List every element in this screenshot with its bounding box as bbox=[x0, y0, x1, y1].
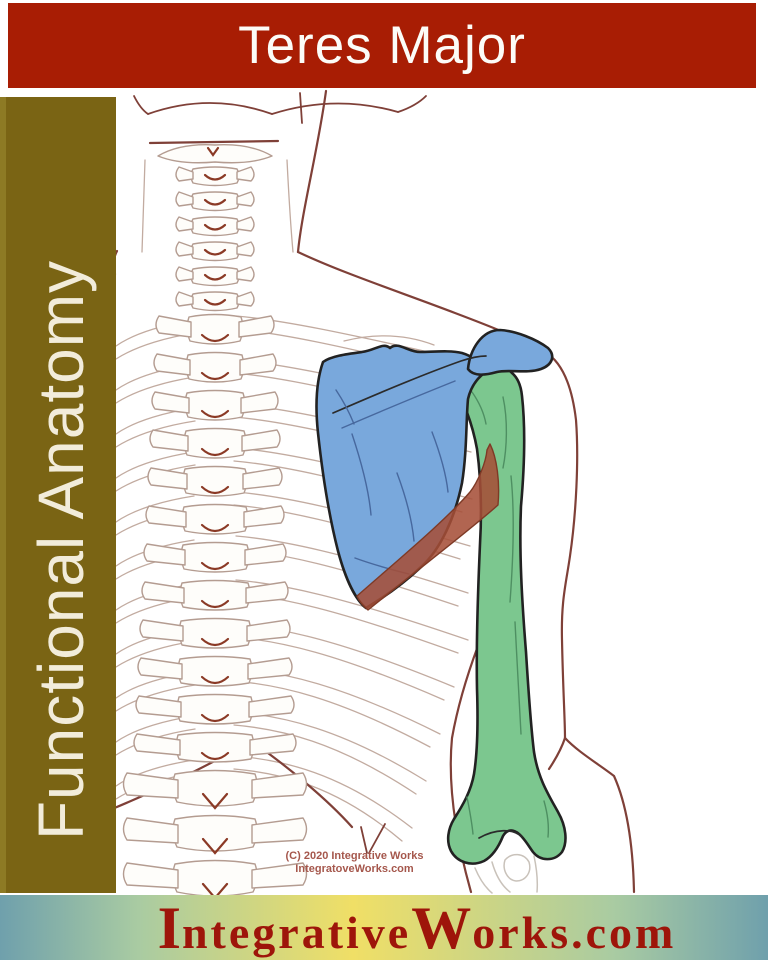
scapula-bone bbox=[315, 328, 554, 610]
brand-banner: IntegrativeWorks.com bbox=[0, 895, 768, 960]
humerus-bone bbox=[446, 364, 567, 865]
sidebar: Functional Anatomy bbox=[0, 97, 116, 893]
brand-cap-w: W bbox=[411, 894, 473, 960]
brand-rest1: ntegrative bbox=[181, 906, 412, 958]
title-banner: Teres Major bbox=[8, 3, 756, 88]
skull-neck-outline bbox=[133, 92, 427, 253]
brand-cap-i: I bbox=[157, 894, 182, 960]
teres-major-muscle bbox=[356, 443, 500, 611]
copyright-line1: (C) 2020 Integrative Works bbox=[285, 850, 424, 862]
copyright: (C) 2020 Integrative Works IntegratoveWo… bbox=[272, 850, 437, 876]
page-title: Teres Major bbox=[238, 16, 526, 75]
brand-wordmark: IntegrativeWorks.com bbox=[158, 898, 677, 958]
sidebar-label: Functional Anatomy bbox=[25, 259, 97, 841]
vertebral-column bbox=[122, 144, 308, 897]
forearm-bones bbox=[474, 853, 539, 894]
brand-rest2: orks.com bbox=[472, 906, 677, 958]
copyright-line2: IntegratoveWorks.com bbox=[295, 863, 414, 875]
